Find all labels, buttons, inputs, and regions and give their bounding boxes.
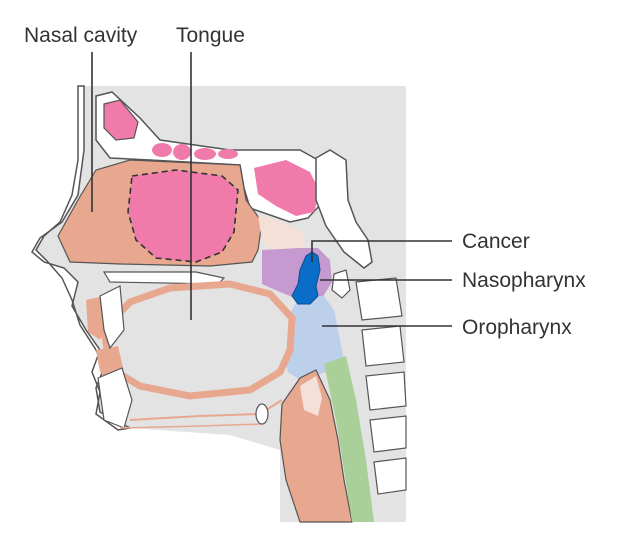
tongue-region (100, 280, 296, 400)
vertebra-1 (355, 277, 403, 321)
jaw-line-lower (119, 423, 263, 429)
epiglottis (300, 376, 322, 416)
label-nasal-cavity: Nasal cavity (24, 24, 138, 47)
jaw-line (129, 399, 283, 421)
sphenoid-sinus (254, 160, 320, 216)
label-nasopharynx: Nasopharynx (462, 269, 586, 292)
label-tongue: Tongue (176, 24, 245, 47)
lower-teeth (97, 367, 133, 429)
esophagus-region (324, 356, 374, 522)
frontal-sinus (103, 99, 139, 141)
leader-cancer (311, 240, 452, 262)
hyoid-bone (255, 403, 269, 425)
vertebra-3 (365, 371, 407, 411)
vertebra-4 (369, 415, 407, 453)
ethmoid-cell-3 (194, 148, 216, 160)
label-oropharynx: Oropharynx (462, 316, 572, 339)
clivus (315, 149, 373, 269)
atlas-bone (331, 269, 351, 299)
face-profile (31, 85, 133, 431)
upper-teeth (99, 285, 125, 350)
maxillary-sinus (127, 169, 239, 263)
adenoid-tissue (258, 214, 306, 256)
hard-palate (102, 271, 226, 285)
oropharynx-region (282, 296, 344, 380)
vertebra-5 (373, 457, 407, 495)
cancer-tumor (291, 251, 321, 305)
larynx-tissue (279, 369, 353, 523)
vertebra-2 (361, 325, 405, 367)
ethmoid-cell-4 (218, 149, 238, 159)
label-cancer: Cancer (462, 230, 530, 253)
ethmoid-cell-2 (173, 144, 191, 160)
ethmoid-cell-1 (152, 143, 172, 157)
